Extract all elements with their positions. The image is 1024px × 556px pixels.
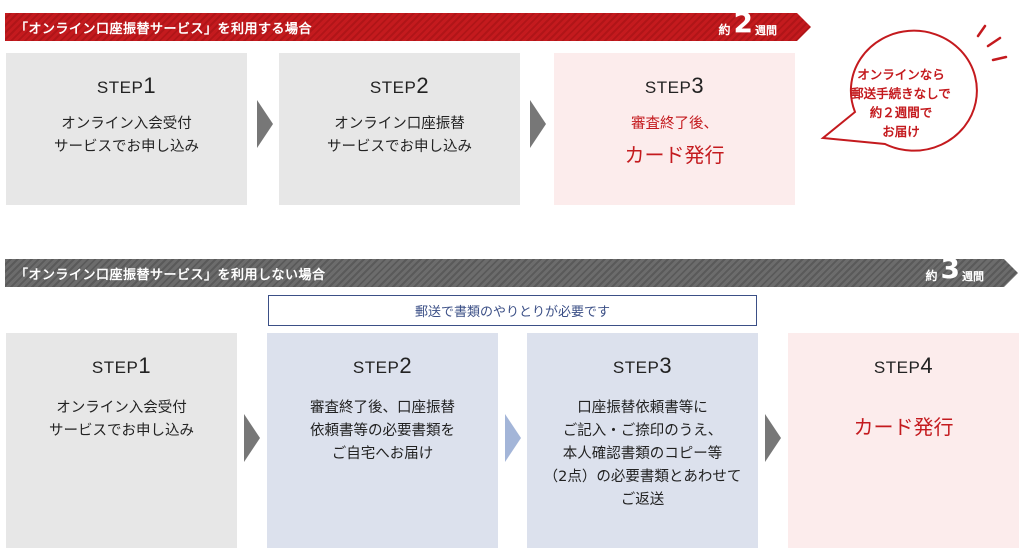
offline-step-4: STEP4 カード発行 bbox=[788, 333, 1019, 548]
step-description: 口座振替依頼書等に ご記入・ご捺印のうえ、 本人確認書類のコピー等 （2点）の必… bbox=[543, 400, 742, 508]
offline-flow-duration: 約 3 週間 bbox=[926, 259, 985, 287]
duration-number: 2 bbox=[733, 6, 753, 39]
duration-suffix: 週間 bbox=[962, 270, 984, 283]
online-flow-title: 「オンライン口座振替サービス」を利用する場合 bbox=[15, 21, 313, 37]
offline-step-2: STEP2 審査終了後、口座振替 依頼書等の必要書類を ご自宅へお届け bbox=[267, 333, 498, 548]
online-step-1: STEP1 オンライン入会受付 サービスでお申し込み bbox=[6, 53, 247, 205]
bubble-text: オンラインなら 郵送手続きなしで 約２週間で お届け bbox=[851, 67, 951, 139]
online-step-3: STEP3 審査終了後、 カード発行 bbox=[554, 53, 795, 205]
offline-flow-banner: 「オンライン口座振替サービス」を利用しない場合 約 3 週間 bbox=[5, 259, 1018, 287]
arrow-right-icon bbox=[257, 100, 273, 148]
step-description: 審査終了後、口座振替 依頼書等の必要書類を ご自宅へお届け bbox=[310, 400, 455, 462]
step-description: オンライン口座振替 サービスでお申し込み bbox=[327, 116, 472, 155]
duration-prefix: 約 bbox=[925, 269, 938, 283]
offline-step-3: STEP3 口座振替依頼書等に ご記入・ご捺印のうえ、 本人確認書類のコピー等 … bbox=[527, 333, 758, 548]
duration-prefix: 約 bbox=[718, 23, 731, 37]
arrow-right-icon bbox=[765, 414, 781, 462]
offline-flow-title: 「オンライン口座振替サービス」を利用しない場合 bbox=[15, 267, 326, 283]
step-description: オンライン入会受付 サービスでお申し込み bbox=[54, 116, 199, 155]
step-heading: STEP1 bbox=[96, 73, 157, 98]
step-heading: STEP3 bbox=[612, 353, 673, 378]
online-flow-duration: 約 2 週間 bbox=[719, 13, 778, 41]
arrow-right-icon bbox=[244, 414, 260, 462]
online-step-2: STEP2 オンライン口座振替 サービスでお申し込み bbox=[279, 53, 520, 205]
step-heading: STEP2 bbox=[352, 353, 413, 378]
offline-step-1: STEP1 オンライン入会受付 サービスでお申し込み bbox=[6, 333, 237, 548]
online-flow-banner: 「オンライン口座振替サービス」を利用する場合 約 2 週間 bbox=[5, 13, 811, 41]
duration-suffix: 週間 bbox=[755, 24, 777, 37]
speech-bubble bbox=[820, 24, 1008, 152]
card-issue-label: カード発行 bbox=[624, 143, 725, 167]
step-description: オンライン入会受付 サービスでお申し込み bbox=[49, 400, 194, 439]
arrow-right-icon bbox=[530, 100, 546, 148]
step-heading: STEP1 bbox=[91, 353, 152, 378]
step-heading: STEP2 bbox=[369, 73, 430, 98]
card-issue-label: カード発行 bbox=[853, 415, 954, 439]
duration-number: 3 bbox=[940, 252, 960, 285]
step-description: 審査終了後、 bbox=[631, 116, 718, 132]
step-heading: STEP3 bbox=[644, 73, 705, 98]
arrow-right-icon bbox=[505, 414, 521, 462]
mail-required-note: 郵送で書類のやりとりが必要です bbox=[268, 295, 757, 326]
step-heading: STEP4 bbox=[873, 353, 934, 378]
